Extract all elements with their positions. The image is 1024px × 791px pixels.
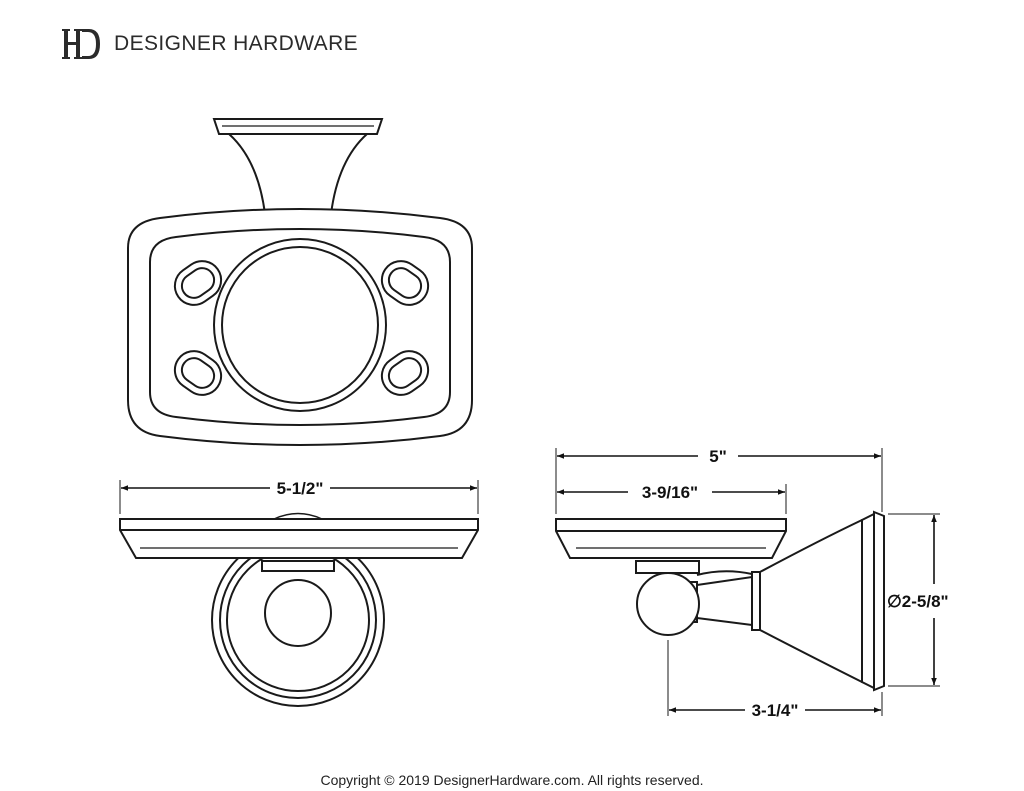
brand-name: DESIGNER HARDWARE: [114, 32, 359, 55]
side-total-depth-dimension: 5": [709, 447, 727, 466]
side-projection-dimension: 3-1/4": [752, 701, 799, 720]
top-view: [127, 118, 473, 446]
flange-diameter-dimension: ∅2-5/8": [887, 592, 949, 611]
dh-monogram-logo-icon: [62, 29, 100, 59]
brand-header: DESIGNER HARDWARE: [62, 26, 358, 62]
front-width-dimension: 5-1/2": [277, 479, 324, 498]
side-holder-depth-dimension: 3-9/16": [642, 483, 698, 502]
side-view: [555, 448, 940, 716]
copyright-footer: Copyright © 2019 DesignerHardware.com. A…: [320, 772, 704, 788]
front-view: [119, 480, 479, 707]
